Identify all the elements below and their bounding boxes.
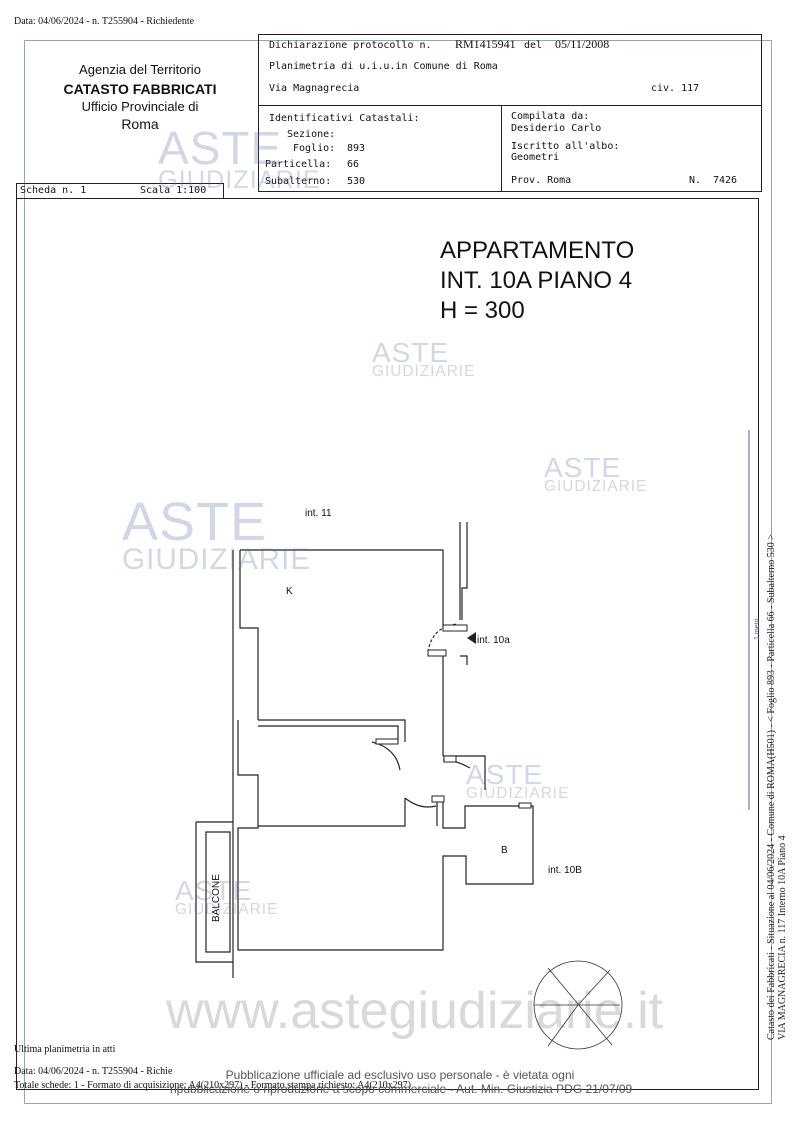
identificativi-label: Identificativi Catastali: (269, 113, 420, 124)
exterior-wall-upper (239, 550, 259, 720)
watermark-aste: ASTE (122, 492, 268, 552)
label-room-b: B (501, 845, 508, 856)
top-stamp: Data: 04/06/2024 - n. T255904 - Richiede… (14, 16, 195, 27)
label-kitchen: K (286, 586, 293, 597)
corridor-line-3 (460, 655, 468, 665)
door-frame-3 (375, 738, 399, 745)
watermark-3: ASTE GIUDIZIARIE (544, 452, 648, 496)
plan-title-line2: INT. 10A PIANO 4 (440, 267, 633, 294)
watermark-giudiziarie: GIUDIZIARIE (466, 785, 570, 803)
small-room-top (443, 755, 486, 790)
agency-office: Ufficio Provinciale di (81, 99, 199, 114)
particella-value: 66 (347, 159, 360, 170)
watermark-aste: ASTE (158, 122, 283, 174)
footer-pub-line2: ripubblicazione o riproduzione a scopo c… (170, 1082, 633, 1096)
footer-totale: Totale schede: 1 - Formato di acquisizio… (14, 1080, 411, 1091)
balcony-inner (205, 831, 231, 953)
scheda-label: Scheda n. 1 (20, 185, 87, 196)
prov-label: Prov. Roma (511, 175, 572, 186)
exterior-wall-lower (237, 720, 259, 951)
watermark-giudiziarie: GIUDIZIARIE (158, 166, 321, 195)
frame-top (24, 40, 772, 41)
footer-data: Data: 04/06/2024 - n. T255904 - Richie (14, 1066, 173, 1077)
partition-upper (258, 719, 406, 742)
footer-ultima: Ultima planimetria in atti (14, 1044, 116, 1055)
subalterno-value: 530 (347, 176, 366, 187)
frame-left (24, 40, 25, 1103)
watermark-giudiziarie: GIUDIZIARIE (372, 363, 476, 381)
door-frame-1 (427, 649, 447, 657)
address-civ: civ. 117 (651, 83, 700, 94)
watermark-6: ASTE GIUDIZIARIE (175, 875, 279, 919)
watermark-2: ASTE GIUDIZIARIE (372, 337, 476, 381)
side-text: Catasto dei Fabbricati - Situazione al 0… (766, 534, 788, 1040)
door-frame-5 (443, 755, 457, 763)
frame-right (771, 40, 772, 1103)
compilata-name: Desiderio Carlo (511, 123, 602, 134)
compilata-label: Compilata da: (511, 111, 590, 122)
north-compass (533, 960, 623, 1050)
vent-mark (518, 802, 532, 809)
watermark-1: ASTE GIUDIZIARIE (158, 125, 321, 195)
watermark-aste: ASTE (372, 337, 450, 368)
label-int10a: int. 10a (477, 635, 510, 646)
agency-name: Agenzia del Territorio (79, 62, 201, 77)
inner-door-swing-1 (371, 741, 401, 771)
watermark-giudiziarie: GIUDIZIARIE (175, 901, 279, 919)
partition-upper-inner (258, 725, 399, 742)
iscritto-label: Iscritto all'albo: (511, 141, 620, 152)
watermark-giudiziarie: GIUDIZIARIE (122, 542, 312, 576)
side-text-line2: VIA MAGNAGRECIA n. 117 Interno 10A Piano… (777, 835, 788, 1040)
corridor-line-2 (461, 522, 468, 620)
watermark-site: www.astegiudiziarie.it (166, 982, 664, 1040)
watermark-giudiziarie: GIUDIZIARIE (544, 478, 648, 496)
plan-title-line1: APPARTAMENTO (440, 237, 635, 264)
inner-door-swing-2 (404, 797, 437, 808)
label-int10b: int. 10B (548, 865, 582, 876)
agency-city: Roma (121, 116, 159, 132)
top-wall (240, 549, 444, 628)
drawing-frame (16, 198, 759, 1090)
scala-label: Scala 1:100 (140, 185, 207, 196)
balcony-outer (195, 821, 233, 963)
label-int11: int. 11 (305, 508, 332, 519)
foglio-label: Foglio: (293, 143, 336, 154)
agency-block: Agenzia del Territorio CATASTO FABBRICAT… (40, 62, 240, 132)
watermark-4: ASTE GIUDIZIARIE (122, 495, 312, 576)
header-divider (259, 105, 761, 106)
agency-catasto: CATASTO FABBRICATI (63, 81, 217, 97)
planimetria-text: Planimetria di u.i.u.in Comune di Roma (269, 61, 498, 72)
sezione-label: Sezione: (287, 129, 336, 140)
watermark-5: ASTE GIUDIZIARIE (466, 759, 570, 803)
side-text-line1: Catasto dei Fabbricati - Situazione al 0… (766, 534, 777, 1040)
protocol-number: RM1415941 (455, 37, 516, 51)
address-via: Via Magnagrecia (269, 83, 360, 94)
dichiarazione-label: Dichiarazione protocollo n. (269, 40, 432, 51)
plan-title: APPARTAMENTO INT. 10A PIANO 4 H = 300 (440, 236, 634, 326)
footer-publication: Pubblicazione ufficiale ad esclusivo uso… (170, 1068, 632, 1096)
watermark-aste: ASTE (175, 875, 253, 906)
entrance-arrow (467, 632, 476, 644)
particella-label: Particella: (265, 159, 332, 170)
protocol-date: 05/11/2008 (555, 37, 610, 51)
room-b-outline (258, 798, 534, 951)
door-frame-4 (431, 795, 445, 803)
plan-title-line3: H = 300 (440, 297, 525, 324)
subalterno-label: Subalterno: (265, 176, 332, 187)
del-label: del (524, 40, 543, 51)
watermark-aste: ASTE (544, 452, 622, 483)
header-col-divider (501, 105, 502, 191)
footer-pub-line1: Pubblicazione ufficiale ad esclusivo uso… (225, 1068, 575, 1082)
watermark-aste: ASTE (466, 759, 544, 790)
frame-bottom (24, 1103, 772, 1104)
n-label: N. (689, 175, 702, 186)
n-value: 7426 (713, 175, 738, 186)
header-table: Dichiarazione protocollo n. RM1415941 de… (258, 34, 762, 192)
partition-lower (258, 798, 406, 827)
iscritto-value: Geometri (511, 152, 560, 163)
side-scale-label: 1 metri (754, 618, 761, 640)
door-frame-2 (442, 624, 468, 632)
foglio-value: 893 (347, 143, 366, 154)
